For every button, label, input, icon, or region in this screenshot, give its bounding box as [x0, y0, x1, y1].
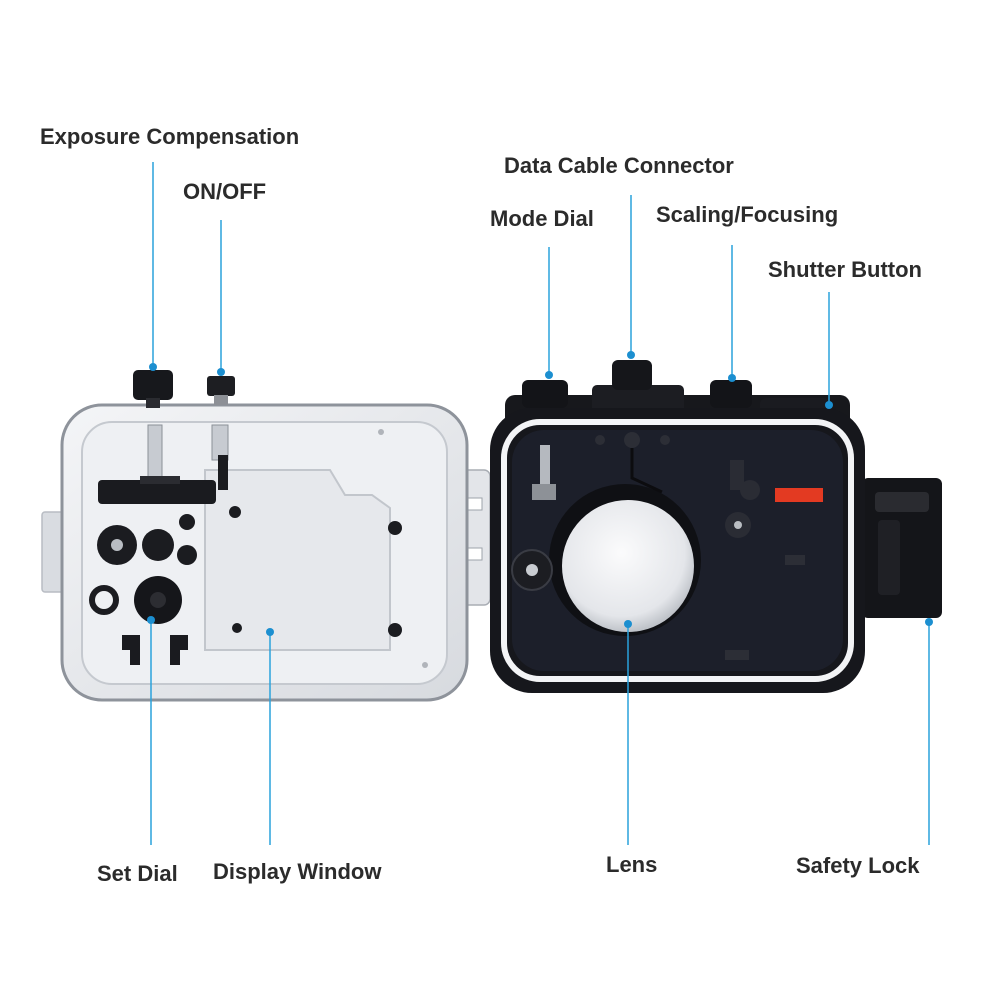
leader-safety-lock — [925, 618, 933, 845]
label-mode-dial: Mode Dial — [490, 206, 594, 231]
leader-on-off — [217, 220, 225, 376]
label-lens: Lens — [606, 852, 658, 877]
leader-display-window — [266, 628, 274, 845]
label-on-off: ON/OFF — [183, 179, 267, 204]
camera-housing-front-black-icon — [490, 360, 942, 693]
label-safety-lock: Safety Lock — [796, 853, 920, 878]
leader-exposure-compensation — [149, 162, 157, 371]
label-data-cable-connector: Data Cable Connector — [504, 153, 734, 178]
label-shutter-button: Shutter Button — [768, 257, 922, 282]
leader-set-dial — [147, 616, 155, 845]
leader-data-cable-connector — [627, 195, 635, 359]
label-display-window: Display Window — [213, 859, 382, 884]
camera-housing-back-clear-icon — [41, 370, 491, 702]
label-exposure-compensation: Exposure Compensation — [40, 124, 300, 149]
leader-shutter-button — [825, 292, 833, 409]
leader-scaling-focusing — [728, 245, 736, 382]
leader-mode-dial — [545, 247, 553, 379]
leader-lens — [624, 620, 632, 845]
label-scaling-focusing: Scaling/Focusing — [656, 202, 839, 227]
leader-lines — [147, 162, 933, 845]
label-set-dial: Set Dial — [97, 861, 178, 886]
